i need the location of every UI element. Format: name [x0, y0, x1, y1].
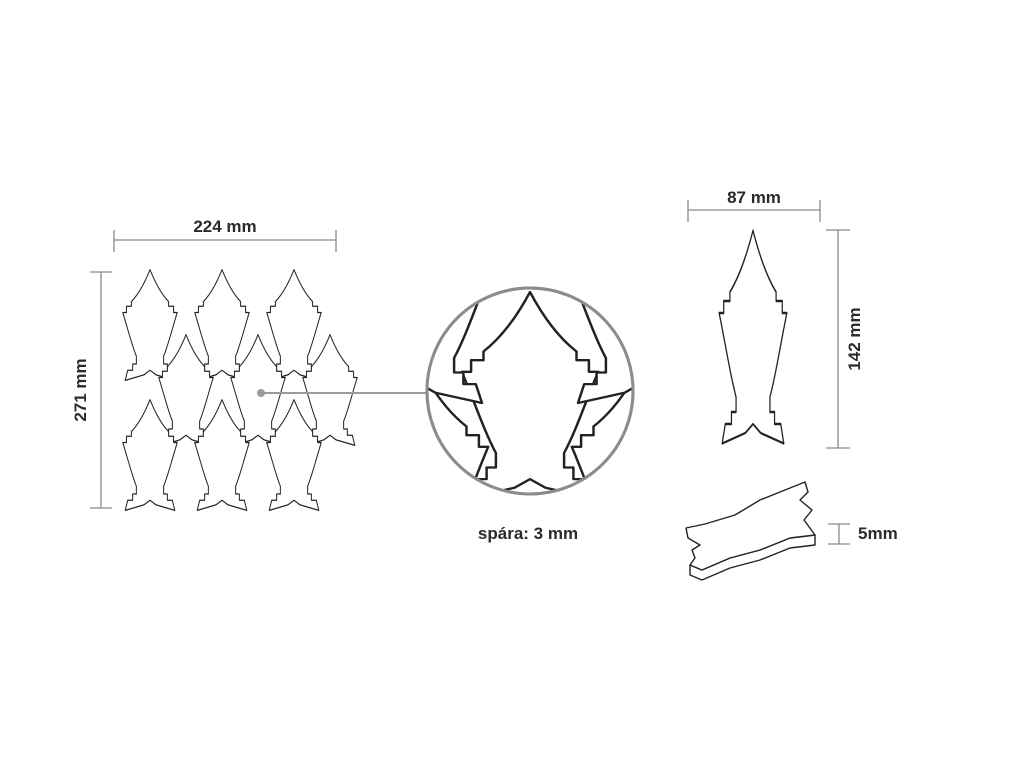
sheet-height-label: 271 mm: [71, 358, 90, 421]
sheet-width-dimension: 224 mm: [113, 217, 337, 252]
sheet-height-dimension: 271 mm: [71, 271, 112, 509]
zoom-leader: [257, 389, 428, 397]
tile-thickness-label: 5mm: [858, 524, 898, 543]
tile: [266, 268, 322, 382]
tile: [266, 398, 322, 512]
grout-detail-circle: spára: 3 mm: [425, 286, 635, 543]
tile: [302, 333, 358, 447]
tile-width-dimension: 87 mm: [687, 188, 821, 222]
tile: [158, 333, 214, 447]
sheet-width-label: 224 mm: [193, 217, 256, 236]
tile-height-label: 142 mm: [845, 307, 864, 370]
tile-width-label: 87 mm: [727, 188, 781, 207]
tile: [194, 268, 250, 382]
grout-label: spára: 3 mm: [478, 524, 578, 543]
tile: [122, 268, 178, 382]
tile-thickness-dimension: 5mm: [828, 523, 898, 545]
tile-height-dimension: 142 mm: [826, 229, 864, 449]
tile: [230, 333, 286, 447]
single-tile: [717, 229, 789, 445]
mosaic-sheet: [122, 268, 358, 512]
tile: [717, 229, 789, 445]
tile: [122, 398, 178, 512]
tile-thickness-view: [685, 481, 816, 581]
tile: [194, 398, 250, 512]
